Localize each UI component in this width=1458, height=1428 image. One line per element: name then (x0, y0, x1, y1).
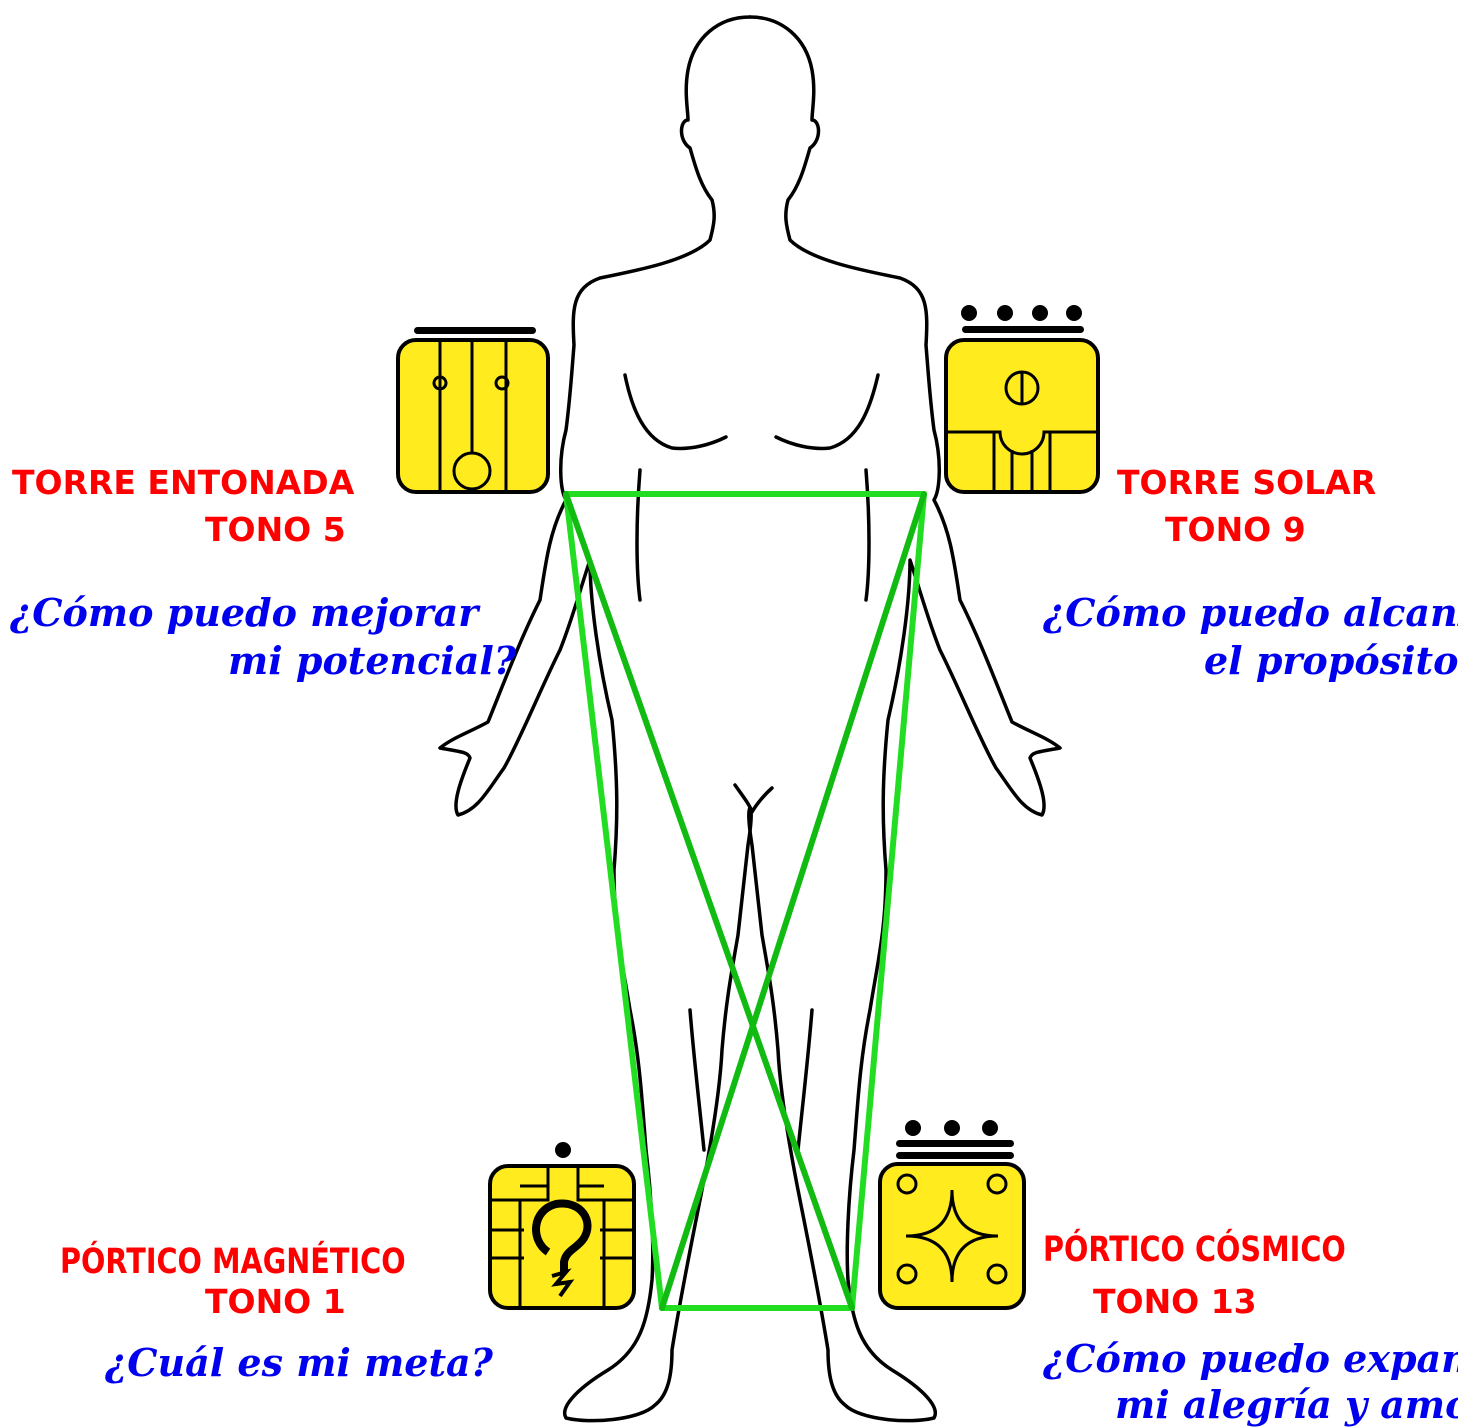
question-torre-entonada-line1: ¿Cómo puedo mejorar (10, 590, 478, 635)
label-portico-magnetico: PÓRTICO MAGNÉTICO (60, 1242, 406, 1282)
question-portico-cosmico-line2: mi alegría y amor? (1115, 1382, 1458, 1427)
tone-label-portico-cosmico: TONO 13 (1093, 1282, 1257, 1321)
question-torre-entonada-line2: mi potencial? (228, 638, 516, 683)
label-torre-entonada: TORRE ENTONADA (12, 463, 354, 502)
tone-dot (555, 1142, 571, 1158)
sun-lord-glyph-icon (946, 305, 1098, 492)
hook-glyph-icon (490, 1142, 634, 1308)
chest-right (776, 375, 878, 448)
tone-dot (1066, 305, 1082, 321)
tone-dot (997, 305, 1013, 321)
question-portico-magnetico: ¿Cuál es mi meta? (105, 1340, 493, 1385)
tone-dot (1032, 305, 1048, 321)
knee-right (798, 1010, 812, 1150)
label-torre-solar: TORRE SOLAR (1117, 463, 1376, 502)
tone-label-portico-magnetico: TONO 1 (205, 1282, 346, 1321)
tone-dot (961, 305, 977, 321)
tone-dot (905, 1120, 921, 1136)
crotch (735, 785, 772, 812)
tone-bar (896, 1152, 1014, 1159)
question-portico-cosmico-line1: ¿Cómo puedo expandir (1043, 1336, 1458, 1381)
knee-left (690, 1010, 704, 1150)
label-portico-cosmico: PÓRTICO CÓSMICO (1043, 1230, 1346, 1270)
tone-bar (896, 1140, 1014, 1147)
tone-dot (982, 1120, 998, 1136)
chest-left (625, 375, 726, 448)
tone-label-torre-solar: TONO 9 (1165, 510, 1306, 549)
tone-label-torre-entonada: TONO 5 (205, 510, 346, 549)
question-torre-solar-line2: el propósito? (1204, 638, 1458, 683)
tone-bar (962, 326, 1084, 333)
inner-arm-right (866, 470, 869, 600)
star-glyph-icon (880, 1120, 1024, 1308)
tone-bar (414, 327, 536, 334)
question-torre-solar-line1: ¿Cómo puedo alcanzar (1043, 590, 1458, 635)
face-glyph-icon (398, 327, 548, 492)
inner-arm-left (637, 470, 640, 600)
tone-dot (944, 1120, 960, 1136)
